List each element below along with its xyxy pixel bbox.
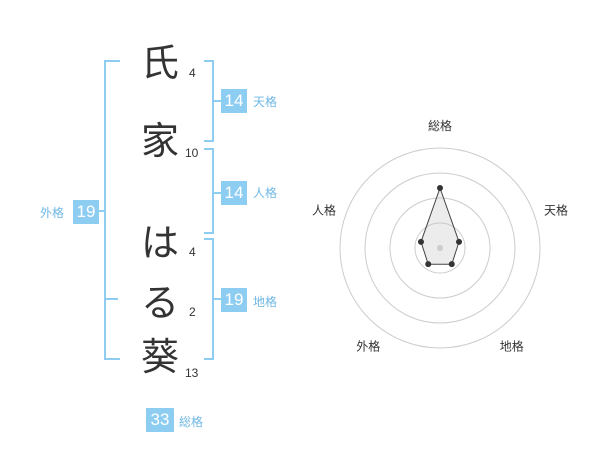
name-char-5: 葵	[140, 335, 179, 379]
chikaku-value-box: 19	[221, 288, 247, 312]
jinkaku-value-box: 14	[221, 181, 247, 205]
radar-axis-label: 人格	[312, 202, 336, 217]
soukaku-label: 総格	[179, 415, 204, 429]
jinkaku-connector	[212, 192, 221, 194]
chikaku-connector	[212, 298, 221, 300]
name-char-1: 氏	[140, 41, 179, 85]
gaikaku-label: 外格	[40, 206, 65, 220]
radar-point	[425, 261, 432, 268]
radar-point	[456, 238, 463, 245]
gaikaku-value-box: 19	[73, 200, 99, 224]
stroke-count-2: 10	[185, 146, 199, 160]
name-char-2: 家	[140, 119, 179, 163]
radar-point	[448, 261, 455, 268]
gaikaku-connector	[97, 210, 106, 212]
gaikaku-tick	[104, 298, 118, 300]
radar-area	[420, 186, 460, 265]
chikaku-label: 地格	[253, 295, 278, 309]
radar-axis-label: 天格	[544, 202, 568, 217]
radar-ring	[389, 197, 491, 299]
radar-axis-label: 外格	[356, 339, 380, 354]
tenkaku-connector	[212, 100, 221, 102]
radar-ring	[339, 147, 541, 349]
radar-axis-label: 地格	[500, 339, 524, 354]
stroke-count-4: 2	[189, 305, 196, 319]
soukaku-value-box: 33	[146, 408, 174, 432]
radar-center-dot	[437, 245, 443, 251]
radar-point	[417, 238, 424, 245]
tenkaku-label: 天格	[253, 95, 278, 109]
stroke-count-3: 4	[189, 245, 196, 259]
stroke-count-1: 4	[189, 66, 196, 80]
name-char-3: は	[140, 221, 179, 265]
jinkaku-label: 人格	[253, 186, 278, 200]
name-char-4: る	[140, 281, 179, 325]
radar-ring	[364, 172, 516, 324]
tenkaku-value-box: 14	[221, 89, 247, 113]
radar-axis-label: 総格	[428, 118, 452, 133]
radar-ring	[414, 222, 466, 274]
stroke-count-5: 13	[185, 366, 199, 380]
jinkaku-bracket	[204, 148, 214, 234]
gaikaku-bracket	[104, 60, 120, 360]
radar-point	[437, 185, 443, 191]
